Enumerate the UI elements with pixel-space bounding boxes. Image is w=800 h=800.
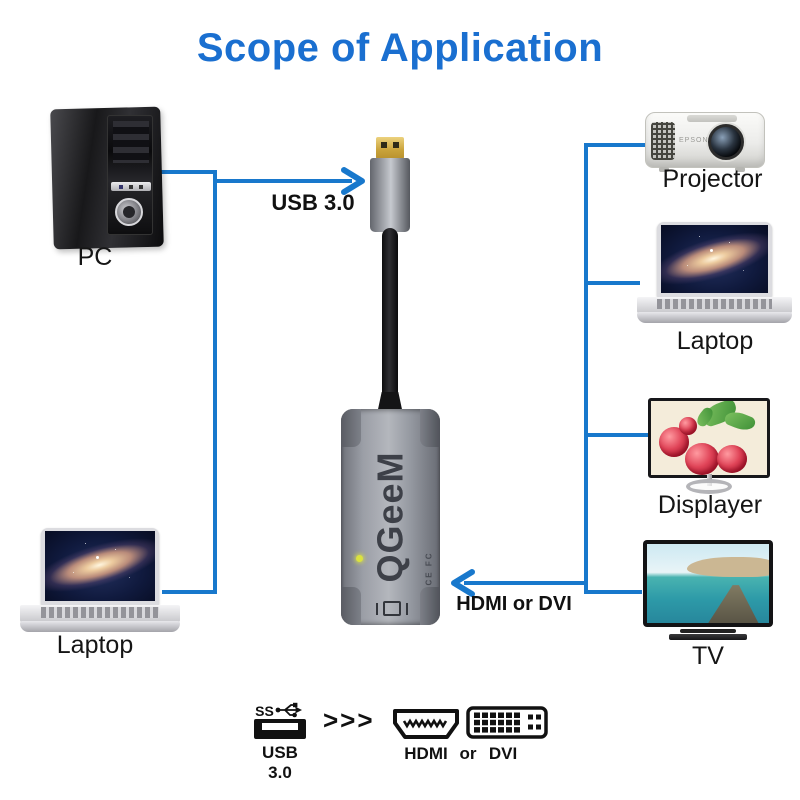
laptop-base: [20, 620, 180, 632]
raspberry: [717, 445, 747, 473]
pc-tower-image: [50, 106, 164, 250]
raspberry: [685, 443, 719, 475]
usb-plug-shell: [370, 158, 410, 232]
output-laptop-image: [637, 222, 792, 323]
projector-control-strip: [687, 115, 737, 122]
tv-stand-base: [669, 634, 747, 640]
pc-to-laptop-line: [158, 170, 217, 594]
adapter-brand-text: QGeeM: [341, 409, 440, 625]
laptop-base: [637, 311, 792, 323]
laptop-keyboard-deck: [20, 604, 180, 622]
usb-legend-label: USB 3.0: [262, 743, 298, 782]
port-bar: [406, 603, 408, 615]
laptop-keys: [657, 299, 772, 310]
usb-superspeed-logo: SS: [248, 700, 312, 718]
projector-feet: [659, 167, 745, 172]
beach-hill: [687, 556, 769, 578]
adapter-corner-cap: [341, 409, 361, 447]
usb-cable: [382, 228, 398, 410]
laptop-screen: [40, 528, 160, 605]
hdmi-port-icon: [376, 601, 408, 617]
page-title: Scope of Application: [196, 26, 604, 70]
usb-connection-label: USB 3.0: [271, 190, 355, 215]
hdmi-arrowhead: [451, 569, 475, 597]
qgeem-adapter-image: QGeeM CE FC: [341, 409, 440, 625]
status-led: [356, 555, 363, 562]
beach-pier: [707, 585, 760, 623]
brand-name: QGeeM: [369, 451, 411, 583]
dvi-pins: [474, 712, 541, 733]
displayer-monitor-image: [648, 398, 770, 494]
laptop-keyboard-deck: [637, 296, 792, 313]
projector-label: Projector: [662, 165, 763, 193]
dvi-connector-icon: [466, 706, 548, 739]
projector-lens: [708, 124, 744, 160]
adapter-corner-cap: [420, 409, 440, 447]
ss-text: SS: [255, 703, 274, 719]
output-laptop-label: Laptop: [676, 327, 754, 355]
laptop-galaxy-wallpaper: [661, 225, 768, 293]
projector-brand-text: EPSON: [679, 137, 709, 144]
tv-beach-wallpaper: [647, 544, 769, 623]
tv-image: [643, 540, 773, 640]
chevrons-icon: >>>: [323, 705, 375, 735]
monitor-screen: [648, 398, 770, 478]
output-trunk-line: [584, 143, 646, 594]
hdmi-legend-label: HDMI: [404, 744, 448, 763]
adapter-corner-cap: [420, 587, 440, 625]
dvi-legend-label: DVI: [488, 744, 518, 763]
certification-marks: CE FC: [424, 551, 434, 586]
port-bar: [376, 603, 378, 615]
usb-trident-icon: [275, 702, 302, 718]
usb3-legend: SS USB 3.0: [248, 700, 312, 783]
cable-strain-relief: [377, 392, 403, 414]
pc-drive-bays: [113, 121, 149, 163]
raspberry: [679, 417, 697, 435]
hdmi-dvi-connection-label: HDMI or DVI: [456, 593, 572, 615]
hdmi-connector-icon: [393, 709, 459, 739]
displayer-label: Displayer: [657, 491, 763, 519]
source-laptop-label: Laptop: [56, 631, 134, 659]
usb-port-icon: [254, 719, 306, 739]
port-outline: [383, 601, 401, 616]
tv-stand: [680, 629, 736, 633]
pc-button-strip: [111, 182, 151, 191]
pc-fan-emblem: [115, 198, 143, 226]
usb-plug-gold-contact: [376, 137, 404, 159]
tv-label: TV: [692, 642, 724, 670]
or-legend-label: or: [459, 744, 477, 763]
laptop-keys: [40, 607, 160, 618]
projector-image: EPSON: [645, 112, 765, 172]
projector-vents: [651, 122, 675, 160]
monitor-stand-base: [686, 479, 732, 494]
laptop-galaxy-wallpaper: [44, 531, 156, 601]
adapter-corner-cap: [341, 587, 361, 625]
usb-arrowhead: [341, 167, 365, 195]
pc-label: PC: [77, 243, 113, 271]
tv-bezel: [643, 540, 773, 627]
laptop-screen: [657, 222, 772, 297]
source-laptop-image: [20, 528, 180, 632]
